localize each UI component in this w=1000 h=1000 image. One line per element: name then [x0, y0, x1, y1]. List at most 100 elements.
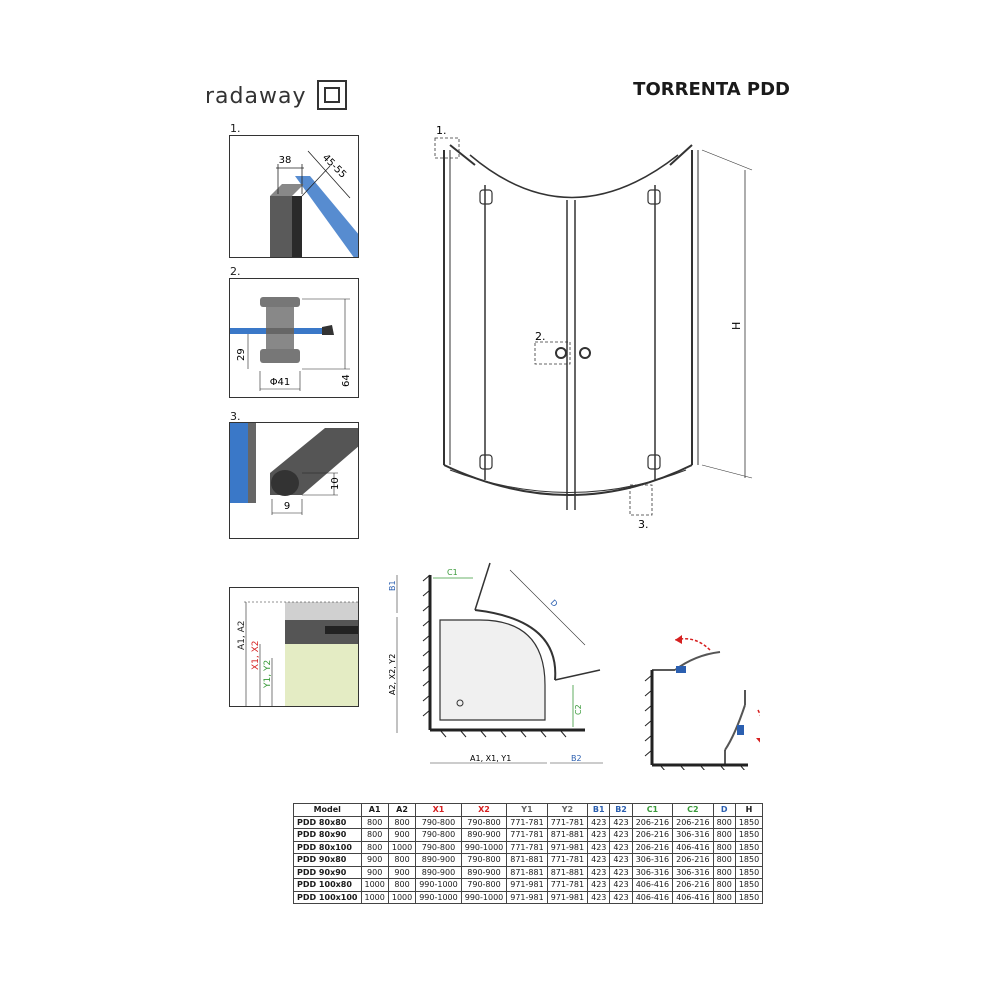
- table-cell: 890-900: [460, 828, 508, 842]
- plan-b2-label: B2: [571, 754, 582, 763]
- table-cell: 1850: [734, 853, 764, 867]
- front-height-label: H: [730, 322, 743, 330]
- table-cell: 771-781: [546, 853, 589, 867]
- table-cell: 790-800: [460, 853, 508, 867]
- table-cell: 771-781: [506, 840, 548, 854]
- table-cell-model: PDD 80x100: [293, 840, 362, 854]
- plan-c2-label: C2: [574, 704, 583, 715]
- col-y1: Y1: [506, 803, 548, 817]
- logo-square-icon: [317, 80, 347, 110]
- col-c1: C1: [631, 803, 674, 817]
- table-cell: 771-781: [546, 815, 589, 829]
- table-cell: 971-981: [506, 890, 548, 904]
- table-cell: 871-881: [506, 865, 548, 879]
- table-cell: 406-416: [631, 878, 674, 892]
- table-cell: 423: [587, 840, 611, 854]
- table-cell: 206-216: [672, 878, 714, 892]
- table-cell: 406-416: [631, 890, 674, 904]
- spec-table: Model A1 A2 X1 X2 Y1 Y2 B1 B2 C1 C2 D H …: [293, 803, 764, 904]
- table-cell: 871-881: [506, 853, 548, 867]
- table-cell: 771-781: [546, 878, 589, 892]
- col-b1: B1: [587, 803, 611, 817]
- detail-1-drawing: 38 45-55: [270, 150, 358, 257]
- col-a2: A2: [387, 803, 417, 817]
- table-cell: 790-800: [460, 815, 508, 829]
- table-cell: 800: [712, 828, 736, 842]
- table-cell: 890-900: [460, 865, 508, 879]
- table-cell: 771-781: [506, 815, 548, 829]
- brand-logo: radaway: [205, 80, 355, 114]
- detail-3-label: 3.: [230, 410, 241, 423]
- detail-3-dim-w: 9: [284, 501, 290, 512]
- table-cell: 890-900: [415, 853, 462, 867]
- table-cell: 900: [360, 853, 389, 867]
- col-c2: C2: [672, 803, 714, 817]
- table-cell: 990-1000: [460, 890, 508, 904]
- detail-4-a1a2: A1, A2: [237, 621, 247, 651]
- table-cell: 1000: [387, 890, 417, 904]
- col-b2: B2: [609, 803, 633, 817]
- detail-2-dim-h: 29: [236, 348, 247, 361]
- logo-text: radaway: [205, 84, 307, 109]
- table-cell-model: PDD 80x80: [293, 815, 362, 829]
- table-cell: 423: [587, 878, 611, 892]
- table-cell: 800: [387, 853, 417, 867]
- detail-1-dim-b: 45-55: [320, 152, 348, 180]
- table-cell: 1850: [734, 840, 764, 854]
- table-cell: 1850: [734, 865, 764, 879]
- table-cell: 206-216: [672, 853, 714, 867]
- table-cell: 1850: [734, 878, 764, 892]
- table-cell: 306-316: [631, 853, 674, 867]
- table-cell: 306-316: [631, 865, 674, 879]
- detail-2-dim-h2: 64: [341, 374, 352, 387]
- table-cell: 971-981: [546, 840, 589, 854]
- table-cell: 423: [587, 853, 611, 867]
- detail-1-label: 1.: [230, 122, 241, 135]
- detail-1-dim-a: 38: [279, 155, 292, 166]
- plan-c1-label: C1: [447, 568, 458, 577]
- detail-2-box: 64 29 Φ41: [229, 278, 359, 398]
- table-cell: 871-881: [546, 828, 589, 842]
- table-cell: 990-1000: [460, 840, 508, 854]
- table-cell-model: PDD 80x90: [293, 828, 362, 842]
- table-cell: 206-216: [631, 840, 674, 854]
- table-cell: 790-800: [415, 828, 462, 842]
- table-cell: 1850: [734, 828, 764, 842]
- col-y2: Y2: [546, 803, 589, 817]
- col-a1: A1: [360, 803, 389, 817]
- table-cell: 900: [387, 828, 417, 842]
- front-callout-1: 1.: [436, 124, 447, 137]
- table-cell-model: PDD 100x100: [293, 890, 362, 904]
- table-cell: 771-781: [506, 828, 548, 842]
- table-cell: 800: [360, 840, 389, 854]
- table-cell: 800: [712, 890, 736, 904]
- detail-3-drawing: 10 9: [230, 423, 358, 515]
- detail-2-label: 2.: [230, 265, 241, 278]
- table-cell: 790-800: [460, 878, 508, 892]
- table-cell: 423: [587, 815, 611, 829]
- detail-2-dim-d: Φ41: [270, 377, 291, 388]
- table-cell: 423: [609, 890, 633, 904]
- table-cell-model: PDD 90x80: [293, 853, 362, 867]
- table-cell: 423: [587, 890, 611, 904]
- detail-4-x1x2: X1, X2: [251, 640, 261, 670]
- table-cell-model: PDD 90x90: [293, 865, 362, 879]
- col-model: Model: [293, 803, 362, 817]
- table-cell: 800: [712, 878, 736, 892]
- table-cell: 406-416: [672, 840, 714, 854]
- col-h: H: [734, 803, 764, 817]
- col-x2: X2: [460, 803, 508, 817]
- table-cell-model: PDD 100x80: [293, 878, 362, 892]
- table-cell: 890-900: [415, 865, 462, 879]
- table-cell: 206-216: [631, 815, 674, 829]
- plan-d-label: D: [549, 598, 560, 609]
- table-cell: 800: [712, 815, 736, 829]
- table-cell: 1850: [734, 815, 764, 829]
- col-x1: X1: [415, 803, 462, 817]
